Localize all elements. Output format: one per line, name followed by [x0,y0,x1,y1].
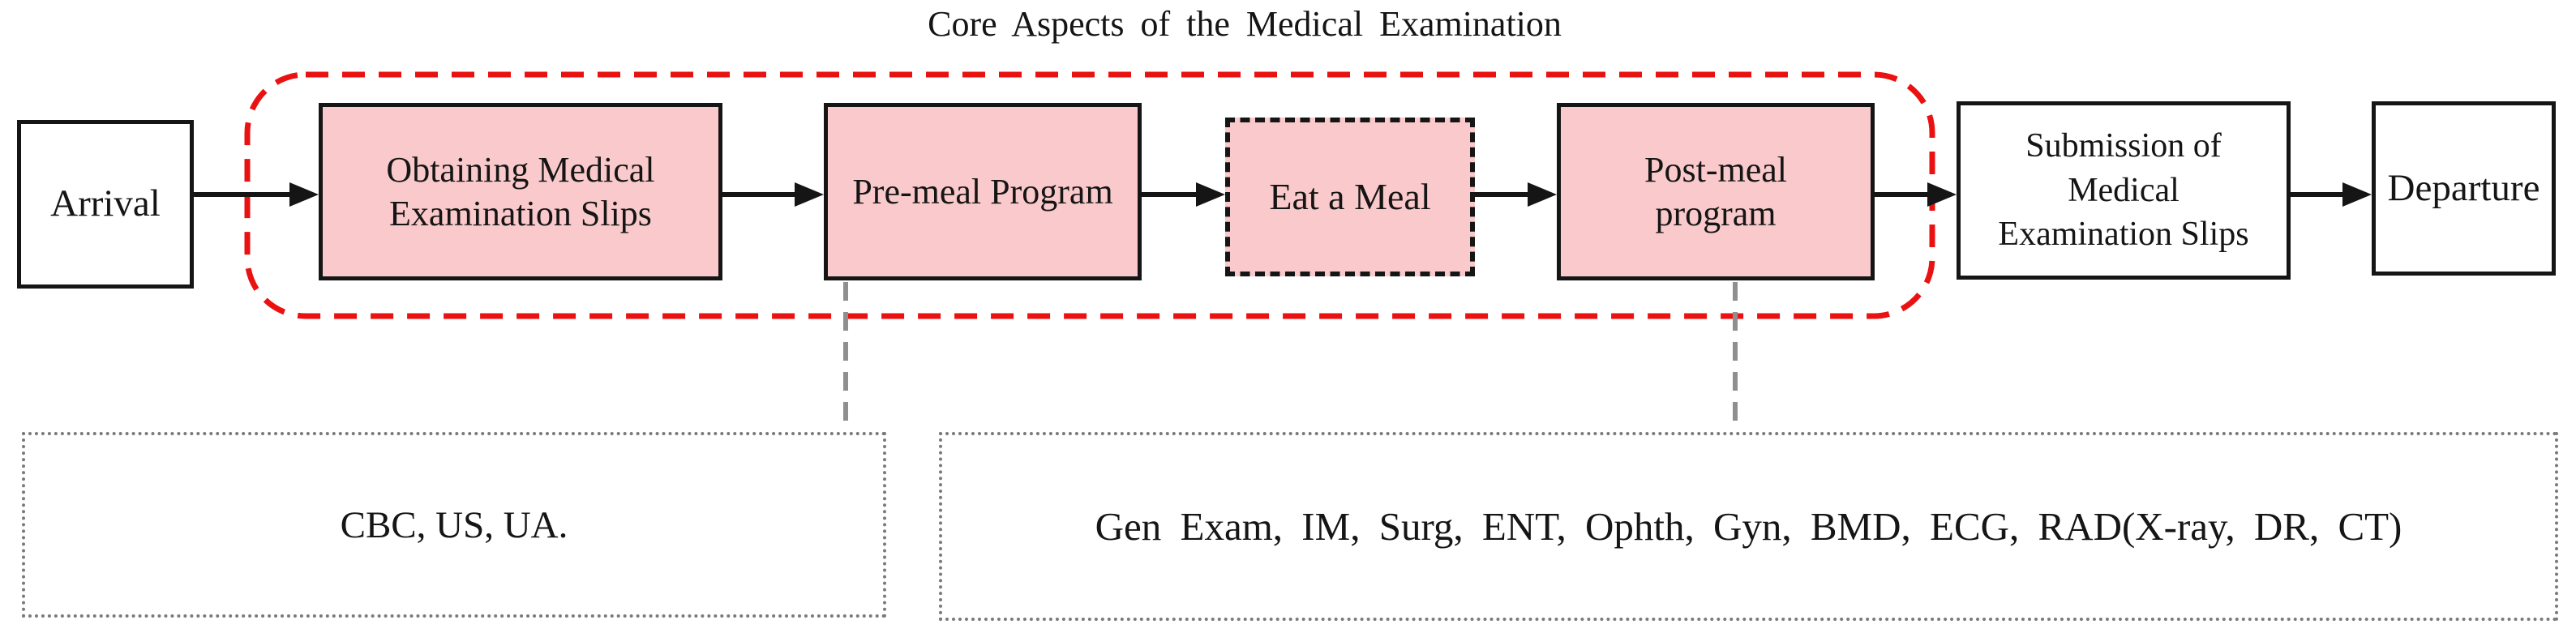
post-meal-detail-text: Gen Exam, IM, Surg, ENT, Ophth, Gyn, BMD… [1095,504,2402,549]
node-premeal-label: Pre-meal Program [852,171,1113,212]
node-post-meal-program: Post-meal program [1557,103,1875,280]
node-obtaining-label: Obtaining Medical Examination Slips [386,149,655,233]
core-group-title: Core Aspects of the Medical Examination [928,4,1562,44]
node-eatameal-label: Eat a Meal [1269,175,1431,217]
node-departure: Departure [2372,101,2556,276]
arrow-postmeal-to-submission [1875,182,1957,207]
node-arrival: Arrival [17,120,194,289]
arrow-eatameal-to-postmeal [1475,182,1557,207]
node-postmeal-label: Post-meal program [1644,149,1787,233]
node-pre-meal-program: Pre-meal Program [824,103,1142,280]
pre-meal-detail-box: CBC, US, UA. [22,432,886,618]
node-departure-label: Departure [2387,166,2540,209]
post-meal-detail-box: Gen Exam, IM, Surg, ENT, Ophth, Gyn, BMD… [939,432,2558,621]
arrow-premeal-to-eatameal [1142,182,1225,207]
node-submission-label: Submission of Medical Examination Slips [1998,127,2249,254]
arrow-arrival-to-obtaining [194,182,319,207]
node-obtaining-medical-examination-slips: Obtaining Medical Examination Slips [319,103,722,280]
node-arrival-label: Arrival [50,182,161,225]
arrow-submission-to-departure [2291,182,2372,207]
node-submission-of-medical-examination-slips: Submission of Medical Examination Slips [1957,101,2291,280]
node-eat-a-meal: Eat a Meal [1225,118,1475,276]
arrow-obtaining-to-premeal [722,182,824,207]
pre-meal-detail-text: CBC, US, UA. [340,503,568,546]
